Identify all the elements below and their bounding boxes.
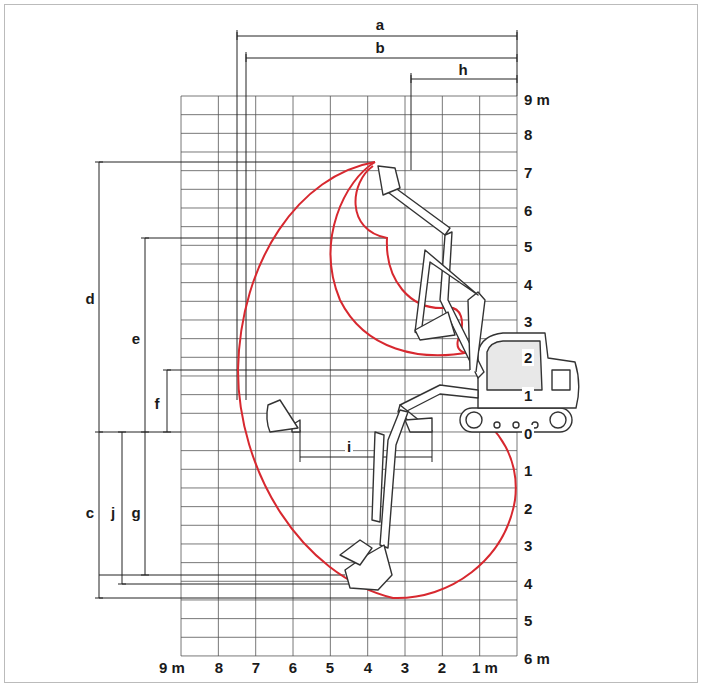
grid-line <box>181 357 517 358</box>
dimension-letter: a <box>374 16 386 33</box>
grid-line <box>181 245 517 246</box>
axis-number: 2 <box>436 659 448 676</box>
grid-line <box>181 469 517 470</box>
reach-envelope <box>238 162 516 598</box>
dimension-letter: c <box>84 504 96 521</box>
bucket-mid <box>415 312 455 340</box>
dimension-line <box>99 162 167 598</box>
grid-line <box>181 655 517 656</box>
extension-line <box>237 30 517 400</box>
dimension-letter: e <box>130 330 142 347</box>
grid-line <box>181 301 517 302</box>
grid-line <box>181 431 517 432</box>
grid-line <box>181 618 517 619</box>
grid-line <box>181 525 517 526</box>
axis-number: 5 <box>522 238 534 255</box>
grid-line <box>181 151 517 152</box>
grid-line <box>181 114 517 115</box>
grid-line <box>181 506 517 507</box>
roller <box>494 422 500 428</box>
axis-number: 6 <box>287 659 299 676</box>
dimension-letter: f <box>153 395 162 412</box>
excavator <box>267 166 579 590</box>
roller <box>513 422 519 428</box>
boom-mid <box>468 292 485 372</box>
grid-line <box>181 487 517 488</box>
axis-number: 3 <box>522 313 534 330</box>
axis-number: 4 <box>362 659 374 676</box>
frame <box>5 5 698 683</box>
axis-number: 5 <box>522 612 534 629</box>
grid-line <box>181 263 517 264</box>
axis-number: 3 <box>522 537 534 554</box>
bucket-high <box>378 166 400 195</box>
grid-line <box>181 226 517 227</box>
axis-number: 6 m <box>522 650 552 667</box>
grid-line <box>181 282 517 283</box>
cylinder-dig <box>372 432 384 522</box>
axis-number: 2 <box>522 500 534 517</box>
axis-number: 3 <box>399 659 411 676</box>
axis-number: 1 m <box>470 659 500 676</box>
grid-line <box>181 637 517 638</box>
axis-number: 7 <box>522 164 534 181</box>
dimension-letter: i <box>345 438 353 455</box>
outer-envelope <box>238 162 516 598</box>
axis-number: 2 <box>522 349 534 366</box>
dimension-line <box>300 430 432 462</box>
extension-line <box>99 162 470 598</box>
axis-number: 9 m <box>522 91 552 108</box>
dimension-letter: g <box>129 504 142 521</box>
dimension-tick <box>95 32 517 598</box>
grid <box>181 96 517 656</box>
grid-line <box>181 562 517 563</box>
axis-number: 8 <box>213 659 225 676</box>
arm-dig <box>380 410 408 548</box>
dimension-lines <box>95 30 517 598</box>
axis-number: 9 m <box>157 659 187 676</box>
cab <box>478 333 579 408</box>
boom-high <box>440 232 484 378</box>
axis-number: 1 <box>522 462 534 479</box>
grid-line <box>181 133 517 134</box>
sprocket <box>550 412 566 428</box>
grid-line <box>181 543 517 544</box>
dimension-letter: d <box>83 290 96 307</box>
bucket-curl <box>340 540 372 565</box>
axis-number: 6 <box>522 202 534 219</box>
axis-number: 5 <box>324 659 336 676</box>
axis-number: 7 <box>250 659 262 676</box>
dimension-line <box>237 36 517 79</box>
dimension-letter: b <box>373 39 386 56</box>
boom-low <box>400 385 478 412</box>
track <box>460 408 572 432</box>
dimension-letter: h <box>456 61 469 78</box>
axis-number: 4 <box>522 276 534 293</box>
grid-line <box>181 319 517 320</box>
rear-panel <box>552 370 570 390</box>
axis-number: 8 <box>522 126 534 143</box>
grid-line <box>181 599 517 600</box>
axis-number: 4 <box>522 575 534 592</box>
axis-number: 0 <box>522 425 534 442</box>
grid-line <box>181 96 517 97</box>
axis-number: 1 <box>522 387 534 404</box>
bucket-reach <box>267 400 298 432</box>
grid-line <box>181 207 517 208</box>
bucket-low <box>405 418 432 432</box>
idler <box>466 412 482 428</box>
dimension-letter: j <box>109 504 117 521</box>
arm-high <box>385 184 450 235</box>
grid-line <box>181 375 517 376</box>
cab-window <box>487 341 542 390</box>
